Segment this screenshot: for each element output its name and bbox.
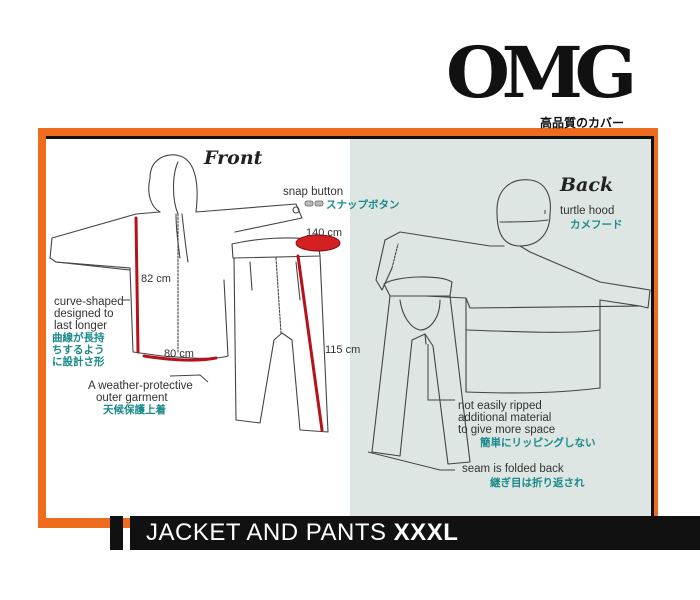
frame-right-line xyxy=(651,138,654,518)
seam-label-jp: 継ぎ目は折り返され xyxy=(490,477,585,489)
logo-tagline: 高品質のカバー xyxy=(540,116,625,130)
curve-label-2: designed to xyxy=(54,308,114,320)
front-pants-drawing xyxy=(231,237,329,433)
pants-length-measure: 115 cm xyxy=(325,344,361,356)
rip-label-2: additional material xyxy=(458,412,552,424)
frame-top-line xyxy=(46,136,654,139)
hood-label-jp: カメフード xyxy=(570,219,623,231)
back-jacket-drawing xyxy=(375,179,651,394)
rip-label-jp: 簡単にリッピングしない xyxy=(480,437,596,449)
curve-label-jp-1: 曲線が長持 xyxy=(52,332,105,344)
banner-left-block xyxy=(110,516,123,550)
measurement-lines xyxy=(134,216,324,432)
hood-label: turtle hood xyxy=(560,205,615,217)
outer-garment-label-2: outer garment xyxy=(96,392,168,404)
jacket-length-measure: 82 cm xyxy=(141,273,171,285)
rip-label-1: not easily ripped xyxy=(458,400,542,412)
sleeve-measure: 140 cm xyxy=(306,227,343,239)
front-panel xyxy=(46,138,350,518)
front-jacket-drawing xyxy=(49,154,303,359)
outer-garment-label-jp: 天候保護上着 xyxy=(103,404,166,416)
back-label: Back xyxy=(560,174,614,196)
back-pants-drawing xyxy=(371,276,471,465)
jacket-width-measure: 80 cm xyxy=(164,348,194,360)
outer-garment-label-1: A weather-protective xyxy=(88,380,193,392)
leader-lines xyxy=(122,210,546,471)
snap-button-label: snap button xyxy=(283,186,344,198)
rip-label-3: to give more space xyxy=(458,424,556,436)
banner-size: XXXL xyxy=(393,519,459,546)
curve-label-jp-3: に設計さ形 xyxy=(52,356,105,368)
banner-bar xyxy=(130,516,700,550)
snap-button-label-jp: スナップボタン xyxy=(326,199,400,211)
curve-label-1: curve-shaped xyxy=(54,296,124,308)
snap-button-icon xyxy=(304,200,324,207)
logo-wordmark: OMG xyxy=(446,31,637,114)
curve-label-jp-2: ちするよう xyxy=(52,344,105,356)
curve-label-3: last longer xyxy=(54,320,108,332)
banner-title: JACKET AND PANTS XXXL xyxy=(146,519,458,547)
sleeve-measure-marker xyxy=(295,234,341,252)
front-label: Front xyxy=(204,147,263,169)
banner-title-text: JACKET AND PANTS xyxy=(146,519,387,546)
seam-label: seam is folded back xyxy=(462,463,564,475)
